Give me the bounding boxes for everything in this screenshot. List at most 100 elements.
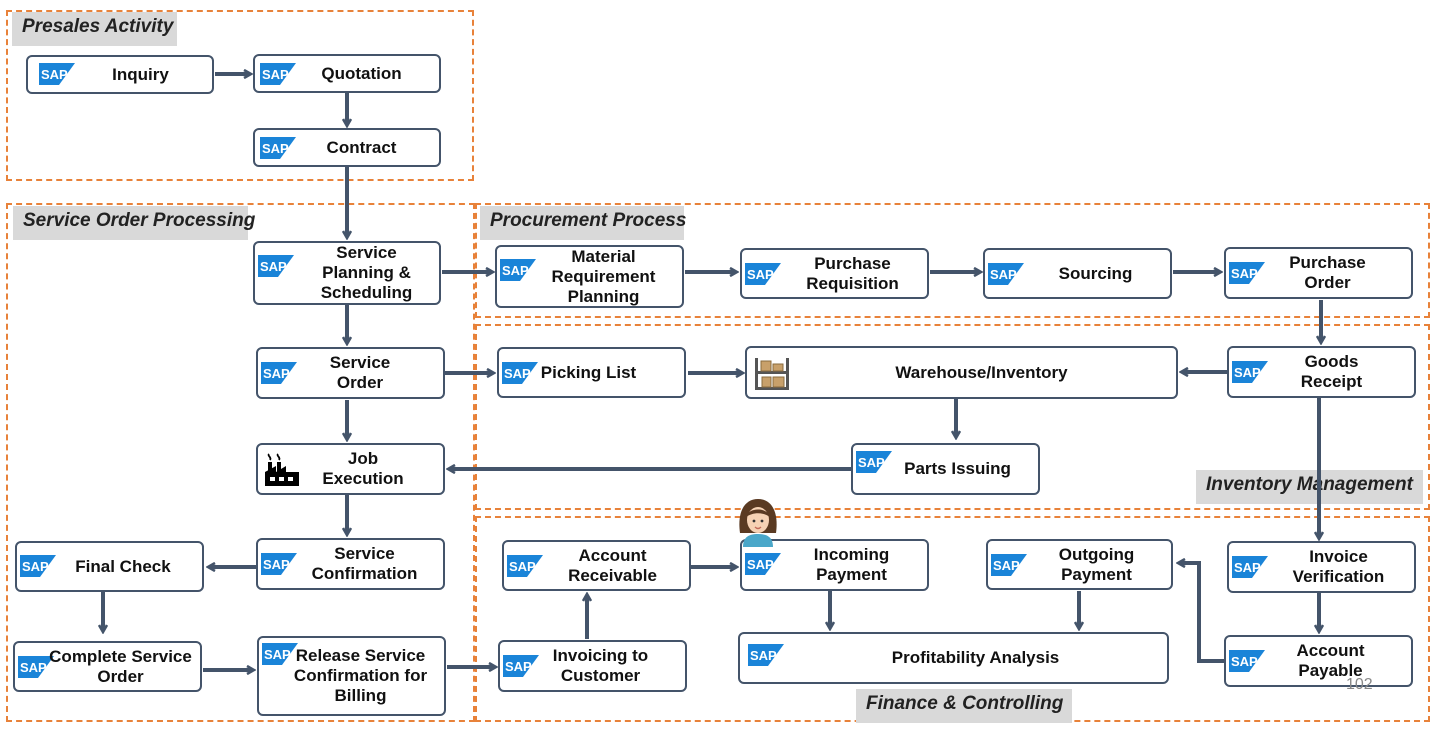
svg-text:SAP: SAP — [41, 67, 68, 82]
invoice-verification-box[interactable]: SAP Invoice Verification — [1227, 541, 1416, 593]
svg-text:SAP: SAP — [505, 659, 532, 674]
account-receivable-label: Account Receivable — [568, 545, 657, 585]
presales-section-label: Presales Activity — [12, 12, 177, 46]
parts-issuing-label: Parts Issuing — [904, 459, 1011, 478]
svg-text:SAP: SAP — [504, 366, 531, 381]
goods-receipt-label: Goods Receipt — [1300, 352, 1363, 391]
svg-text:SAP: SAP — [260, 259, 287, 274]
outgoing-payment-label: Outgoing Payment — [1058, 544, 1135, 584]
sap-logo-icon: SAP — [261, 553, 297, 575]
sap-logo-icon: SAP — [503, 655, 539, 677]
svg-text:SAP: SAP — [1231, 266, 1258, 281]
svg-text:SAP: SAP — [747, 267, 774, 282]
sap-logo-icon: SAP — [500, 259, 536, 281]
svg-text:SAP: SAP — [262, 141, 289, 156]
inventory-section — [475, 324, 1430, 510]
quotation-box[interactable]: SAP Quotation — [253, 54, 441, 93]
sap-logo-icon: SAP — [262, 643, 298, 665]
sap-logo-icon: SAP — [745, 263, 781, 285]
picking-list-box[interactable]: SAP Picking List — [497, 347, 686, 398]
sap-logo-icon: SAP — [1232, 556, 1268, 578]
svg-text:SAP: SAP — [262, 67, 289, 82]
account-payable-box[interactable]: SAP Account Payable — [1224, 635, 1413, 687]
parts-issuing-box[interactable]: SAP Parts Issuing — [851, 443, 1040, 495]
sap-logo-icon: SAP — [39, 63, 75, 85]
purchase-requisition-box[interactable]: SAP Purchase Requisition — [740, 248, 929, 299]
svg-text:SAP: SAP — [22, 559, 49, 574]
sap-logo-icon: SAP — [507, 555, 543, 577]
sap-logo-icon: SAP — [748, 644, 784, 666]
purchase-order-box[interactable]: SAP Purchase Order — [1224, 247, 1413, 299]
sap-logo-icon: SAP — [261, 362, 297, 384]
sap-logo-icon: SAP — [1229, 262, 1265, 284]
svg-text:SAP: SAP — [1231, 654, 1258, 669]
job-execution-label: Job Execution — [322, 449, 404, 488]
incoming-payment-label: Incoming Payment — [813, 545, 890, 584]
arrow-account-payable-outgoing-payment — [1179, 563, 1224, 663]
svg-text:SAP: SAP — [993, 558, 1020, 573]
presales-section — [6, 10, 474, 181]
svg-text:SAP: SAP — [20, 660, 47, 675]
contract-box[interactable]: SAP Contract — [253, 128, 441, 167]
sap-logo-icon: SAP — [258, 255, 294, 277]
sap-logo-icon: SAP — [260, 137, 296, 159]
outgoing-payment-box[interactable]: SAP Outgoing Payment — [986, 539, 1173, 590]
service-order-processing-section — [6, 203, 475, 722]
profitability-analysis-label: Profitability Analysis — [891, 648, 1060, 667]
warehouse-inventory-box[interactable]: Warehouse/Inventory — [745, 346, 1178, 399]
svg-text:SAP: SAP — [990, 267, 1017, 282]
person-avatar-icon — [739, 499, 777, 547]
service-order-box[interactable]: SAP Service Order — [256, 347, 445, 399]
sap-logo-icon: SAP — [856, 451, 892, 473]
finance-section-label: Finance & Controlling — [856, 689, 1072, 723]
complete-service-order-box[interactable]: SAP Complete Service Order — [13, 641, 202, 692]
service-confirmation-label: Service Confirmation — [311, 544, 418, 583]
procurement-section-label: Procurement Process — [480, 206, 686, 240]
material-requirement-planning-label: Material Requirement Planning — [551, 246, 656, 306]
invoice-verification-label: Invoice Verification — [1292, 547, 1385, 586]
account-payable-label: Account Payable — [1296, 641, 1365, 680]
invoicing-to-customer-label: Invoicing to Customer — [552, 646, 649, 685]
material-requirement-planning-box[interactable]: SAP Material Requirement Planning — [495, 245, 684, 308]
sap-logo-icon: SAP — [1229, 650, 1265, 672]
factory-icon — [265, 453, 299, 486]
complete-service-order-label: Complete Service Order — [49, 646, 192, 686]
goods-receipt-box[interactable]: SAP Goods Receipt — [1227, 346, 1416, 398]
sap-logo-icon: SAP — [988, 263, 1024, 285]
procurement-section — [475, 203, 1430, 318]
sap-logo-icon: SAP — [18, 656, 54, 678]
job-execution-box[interactable]: Job Execution — [256, 443, 445, 495]
purchase-requisition-label: Purchase Requisition — [806, 253, 899, 293]
svg-text:SAP: SAP — [264, 647, 291, 662]
release-service-confirmation-box[interactable]: SAP Release Service Confirmation for Bil… — [257, 636, 446, 716]
inquiry-label: Inquiry — [112, 64, 169, 84]
service-order-processing-section-label: Service Order Processing — [13, 206, 255, 240]
quotation-label: Quotation — [321, 63, 402, 83]
contract-label: Contract — [326, 137, 397, 157]
svg-text:SAP: SAP — [1234, 560, 1261, 575]
incoming-payment-box[interactable]: SAP Incoming Payment — [740, 539, 929, 591]
service-planning-box[interactable]: SAP Service Planning & Scheduling — [253, 241, 441, 305]
page-number: 102 — [1346, 676, 1373, 693]
sap-logo-icon: SAP — [260, 63, 296, 85]
picking-list-label: Picking List — [540, 362, 637, 382]
final-check-box[interactable]: SAP Final Check — [15, 541, 204, 592]
final-check-label: Final Check — [75, 556, 171, 576]
sap-logo-icon: SAP — [991, 554, 1027, 576]
account-receivable-box[interactable]: SAP Account Receivable — [502, 540, 691, 591]
svg-text:SAP: SAP — [263, 366, 290, 381]
warehouse-inventory-label: Warehouse/Inventory — [895, 362, 1068, 382]
profitability-analysis-box[interactable]: SAP Profitability Analysis — [738, 632, 1169, 684]
sap-logo-icon: SAP — [502, 362, 538, 384]
invoicing-to-customer-box[interactable]: SAP Invoicing to Customer — [498, 640, 687, 692]
service-confirmation-box[interactable]: SAP Service Confirmation — [256, 538, 445, 590]
sourcing-box[interactable]: SAP Sourcing — [983, 248, 1172, 299]
sap-logo-icon: SAP — [1232, 361, 1268, 383]
inquiry-box[interactable]: SAP Inquiry — [26, 55, 214, 94]
service-planning-label: Service Planning & Scheduling — [320, 243, 413, 302]
sourcing-label: Sourcing — [1058, 263, 1133, 283]
svg-text:SAP: SAP — [1234, 365, 1261, 380]
service-order-label: Service Order — [329, 353, 391, 392]
